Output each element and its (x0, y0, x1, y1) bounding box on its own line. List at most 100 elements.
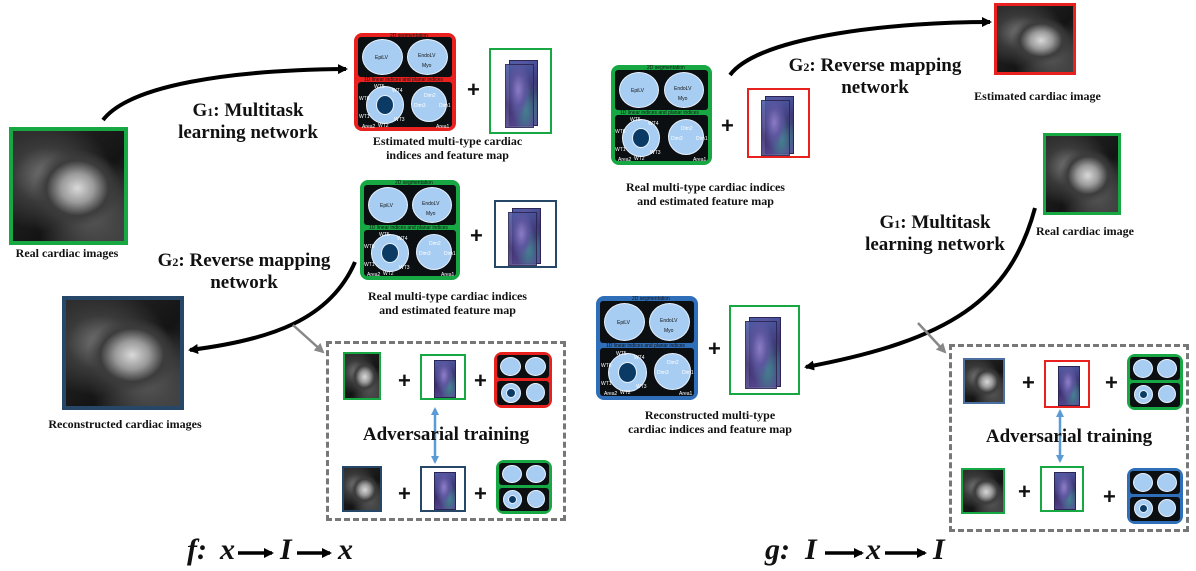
g1-line2: learning network (178, 121, 318, 143)
wt5: WT5 (379, 232, 390, 238)
adversarial-label-right: Adversarial training (985, 426, 1153, 447)
real-indices-caption-2: and estimated feature map (637, 193, 774, 208)
area1: Area1 (679, 391, 693, 397)
g1-sub: 1 (894, 217, 901, 231)
adv-right-indices-green (1127, 354, 1183, 410)
adv-right-image-real-2 (961, 468, 1005, 514)
indices-panel-blue: 2D segmentation EpiLV EndoLV Myo 1D line… (596, 296, 698, 400)
plus-sign: + (467, 77, 480, 102)
real-cardiac-images-label: Real cardiac images (15, 246, 119, 260)
real-indices-caption-1: Real multi-type cardiac indices (626, 180, 785, 194)
arrow-g2-right (728, 17, 992, 77)
g2-label-right: G2: Reverse mapping network (765, 55, 985, 99)
real-cardiac-image-label: Real cardiac image (1036, 224, 1134, 238)
area1: Area1 (441, 272, 455, 278)
feature-map-green-top (489, 48, 552, 134)
g1-line1: : Multitask (213, 100, 304, 121)
area2: Area2 (362, 124, 376, 130)
dim3: Dim3 (414, 103, 426, 109)
reconstructed-caption-1: Reconstructed multi-type (644, 408, 776, 422)
arrow-g1-right (804, 207, 1037, 371)
plus-sign: + (398, 368, 411, 393)
adv-right-featuremap-green (1040, 466, 1084, 512)
pointer-left-adv (292, 324, 325, 354)
wt1: WT1 (615, 147, 626, 153)
wt4: WT4 (392, 88, 403, 94)
adv-left-image-recon (342, 466, 382, 512)
dim2: Dim2 (681, 126, 693, 132)
seg-text: 2D segmentation (390, 33, 428, 39)
reconstructed-caption-2: cardiac indices and feature map (628, 421, 792, 436)
lin-text: 1D linear indices and planar indices (369, 225, 448, 231)
g2-sub: 2 (803, 60, 810, 74)
area2: Area2 (604, 391, 618, 397)
myo-text: Myo (426, 211, 436, 217)
adv-right-indices-blue (1127, 468, 1183, 524)
wt2: WT2 (383, 271, 394, 277)
plus-sign: + (1018, 479, 1031, 504)
dim1: Dim1 (696, 136, 708, 142)
g1-prefix: G (879, 212, 895, 233)
wt4: WT4 (397, 236, 408, 242)
adv-left-indices-green (496, 460, 552, 514)
estimated-caption-1: Estimated multi-type cardiac (372, 134, 523, 148)
plus-sign: + (474, 481, 487, 506)
formula-right-g: g: (765, 533, 790, 566)
wt5: WT5 (616, 351, 627, 357)
adv-left-indices-red (494, 352, 552, 408)
myo-text: Myo (678, 96, 688, 102)
plus-sign: + (470, 223, 483, 248)
g1-label-right: G1: Multitask learning network (840, 212, 1030, 256)
real-indices-caption-1: Real multi-type cardiac indices (368, 289, 527, 303)
myo-text: Myo (422, 63, 432, 69)
wt3: WT3 (394, 117, 405, 123)
adv-right-image-real (963, 358, 1005, 404)
myo-text: Myo (664, 328, 674, 334)
epi-text: EpiLV (380, 203, 393, 209)
endo-text: EndoLV (674, 86, 692, 92)
wt1: WT1 (601, 381, 612, 387)
adv-left-featuremap-navy (420, 466, 466, 512)
dim2: Dim2 (424, 93, 436, 99)
wt1: WT1 (359, 114, 370, 120)
wt1: WT1 (364, 262, 375, 268)
wt6: WT6 (615, 129, 626, 135)
epi-text: EpiLV (617, 320, 630, 326)
estimated-cardiac-image-label: Estimated cardiac image (974, 89, 1101, 103)
lin-text: 1D linear indices and planar indices (364, 77, 443, 83)
wt4: WT4 (648, 121, 659, 127)
epi-text: EpiLV (375, 55, 388, 61)
g2-line1: : Reverse mapping (809, 55, 962, 76)
g1-prefix: G (192, 100, 208, 121)
wt6: WT6 (359, 96, 370, 102)
area1: Area1 (693, 157, 707, 163)
formula-left-x1: x (220, 533, 235, 566)
adversarial-box-left (326, 341, 566, 521)
seg-text: 2D segmentation (395, 180, 433, 186)
adv-left-featuremap-green (420, 354, 466, 400)
area2: Area2 (618, 157, 632, 163)
plus-sign: + (1103, 484, 1116, 509)
dim3: Dim3 (657, 370, 669, 376)
dim2: Dim2 (429, 241, 441, 247)
g1-label-left: G1: Multitask learning network (158, 100, 338, 144)
adversarial-box-right (949, 344, 1189, 532)
estimated-caption-2: indices and feature map (386, 147, 509, 162)
formula-right-x: x (866, 533, 881, 566)
feature-map-navy-left (494, 200, 557, 268)
seg-text: 2D segmentation (632, 296, 670, 302)
plus-sign: + (398, 481, 411, 506)
wt6: WT6 (364, 244, 375, 250)
wt5: WT5 (374, 84, 385, 90)
wt3: WT3 (650, 150, 661, 156)
g2-prefix: G (157, 250, 173, 271)
area2: Area2 (367, 272, 381, 278)
adv-left-image-real (343, 352, 381, 400)
endo-text: EndoLV (418, 53, 436, 59)
dim3: Dim3 (419, 251, 431, 257)
wt6: WT6 (601, 363, 612, 369)
plus-sign: + (721, 113, 734, 138)
dim2: Dim2 (667, 360, 679, 366)
